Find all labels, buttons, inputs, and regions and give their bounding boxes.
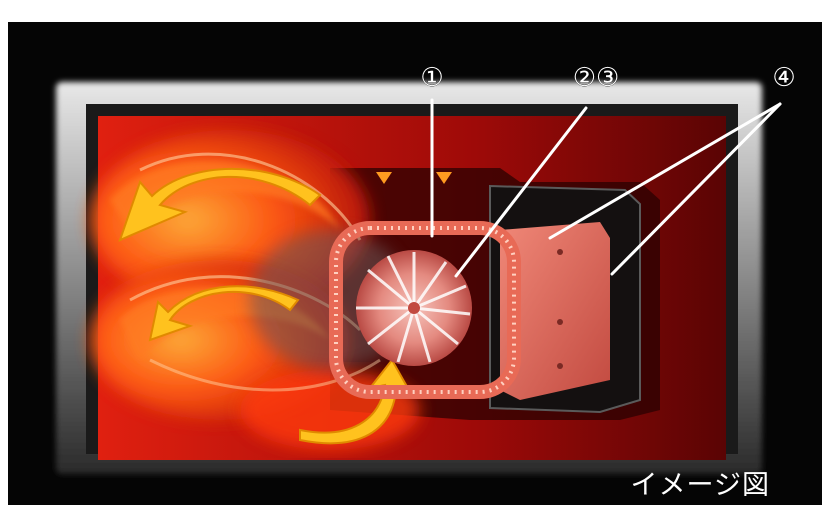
callout-2-3: ②③ <box>573 63 620 93</box>
heater-screw <box>557 363 563 369</box>
heater-screw <box>557 249 563 255</box>
callout-4: ④ <box>772 63 795 93</box>
heater-screw <box>557 319 563 325</box>
convection-fan <box>356 250 472 366</box>
image-caption: イメージ図 <box>631 470 770 501</box>
frame-top-band <box>8 0 822 22</box>
callout-1: ① <box>420 63 443 93</box>
